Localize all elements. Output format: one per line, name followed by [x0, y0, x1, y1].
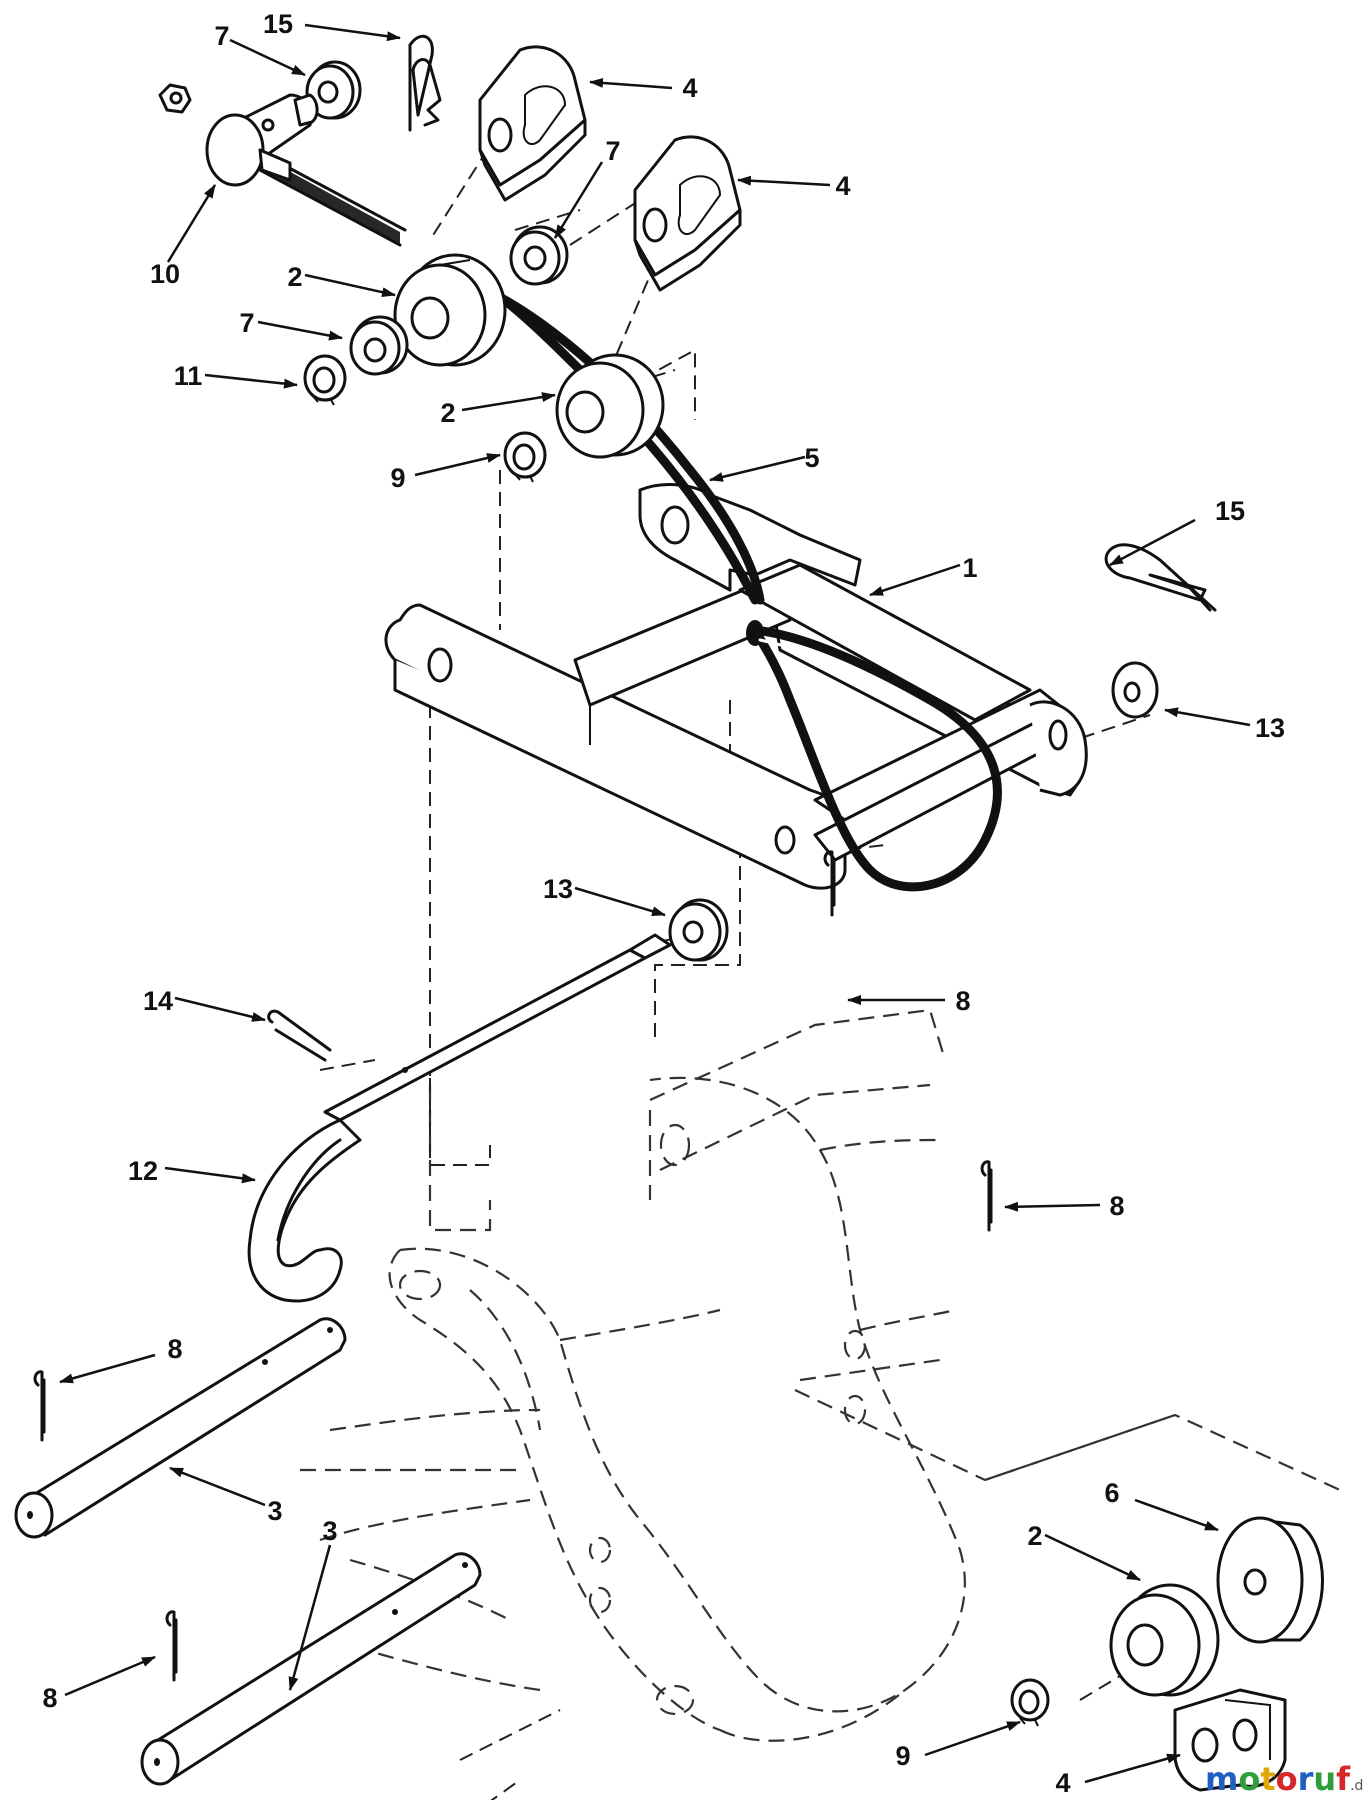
- callout-7-top: 7: [214, 21, 229, 51]
- callout-7-middle: 7: [605, 136, 620, 166]
- callout-13-right: 13: [1255, 713, 1285, 743]
- callout-8-upper: 8: [955, 986, 970, 1016]
- watermark-letter: o: [1238, 1760, 1260, 1798]
- callout-14: 14: [143, 986, 173, 1016]
- callout-9-upper: 9: [390, 463, 405, 493]
- callout-6: 6: [1104, 1478, 1119, 1508]
- callout-8-bottom: 8: [42, 1683, 57, 1713]
- assembly-guide-lines: [319, 129, 1181, 1800]
- callout-2-upper: 2: [287, 262, 302, 292]
- svg-text:motoruf.de: motoruf.de: [1205, 1760, 1363, 1798]
- callout-15-top: 15: [263, 9, 293, 39]
- callout-11: 11: [174, 361, 203, 391]
- pulley-part-2-middle: [555, 353, 665, 459]
- callout-4-lower: 4: [1055, 1768, 1070, 1798]
- pin-part-3-lower: [140, 1552, 482, 1786]
- leader-arrows: [59, 23, 1251, 1784]
- watermark-suffix: .de: [1350, 1778, 1363, 1794]
- clevis-bracket-part-4-upper: [478, 45, 587, 202]
- washer-part-13-right: [1111, 661, 1159, 719]
- pin-part-3-upper: [14, 1317, 347, 1539]
- callout-4-top: 4: [682, 73, 697, 103]
- hook-rod-part-12: [247, 933, 672, 1303]
- snap-ring-part-9-upper: [503, 431, 547, 483]
- callout-8-left: 8: [167, 1334, 182, 1364]
- callout-5: 5: [804, 443, 819, 473]
- callout-2-middle: 2: [440, 398, 455, 428]
- callout-7-left: 7: [239, 308, 254, 338]
- watermark-letter: f: [1336, 1760, 1351, 1798]
- mounting-bracket-outline: [300, 1008, 1341, 1742]
- washer-part-7-top: [305, 60, 362, 120]
- pulley-part-2-lower: [1109, 1583, 1220, 1697]
- callout-3-lower: 3: [322, 1516, 337, 1546]
- hairpin-clip-part-15-top: [408, 34, 442, 132]
- cotter-pin-part-8-upper: [823, 850, 836, 917]
- callout-2-lower: 2: [1027, 1521, 1042, 1551]
- cotter-pin-part-14: [267, 1009, 332, 1062]
- snap-ring-part-11: [303, 354, 347, 406]
- watermark-letter: m: [1205, 1760, 1238, 1798]
- callout-15-right: 15: [1215, 496, 1245, 526]
- callout-9-lower: 9: [895, 1741, 910, 1771]
- callout-1: 1: [962, 553, 977, 583]
- callout-labels: 15 7 4 7 4 10 2 7 11 2 9 5 15 1 13 13 14…: [42, 9, 1285, 1798]
- watermark-letter: u: [1313, 1760, 1336, 1798]
- main-frame-part-1: [384, 483, 1088, 890]
- callout-8-right: 8: [1109, 1191, 1124, 1221]
- callout-13-lower: 13: [543, 874, 573, 904]
- adjuster-part-10: [158, 83, 407, 247]
- callout-10: 10: [150, 259, 180, 289]
- cotter-pin-part-8-right: [980, 1160, 993, 1232]
- washer-part-7-left: [349, 315, 409, 376]
- hairpin-clip-part-15-right: [1104, 543, 1217, 612]
- callout-12: 12: [128, 1156, 158, 1186]
- watermark-logo: motoruf.de: [1205, 1760, 1363, 1798]
- clevis-bracket-part-4-middle: [633, 135, 742, 292]
- roller-part-6: [1216, 1516, 1324, 1644]
- cotter-pin-part-8-bottom: [165, 1610, 178, 1682]
- watermark-letter: r: [1298, 1760, 1314, 1798]
- callout-4-middle: 4: [835, 171, 850, 201]
- callout-3-upper: 3: [267, 1496, 282, 1526]
- pulley-part-2-upper: [393, 253, 507, 367]
- cotter-pin-part-8-left: [33, 1370, 46, 1442]
- washer-part-13-lower: [668, 898, 729, 962]
- clevis-bracket-part-4-lower: [1173, 1688, 1287, 1792]
- watermark-letter: t: [1260, 1760, 1275, 1798]
- watermark-letter: o: [1276, 1760, 1298, 1798]
- washer-part-7-middle: [509, 225, 569, 286]
- snap-ring-part-9-lower: [1010, 1678, 1050, 1727]
